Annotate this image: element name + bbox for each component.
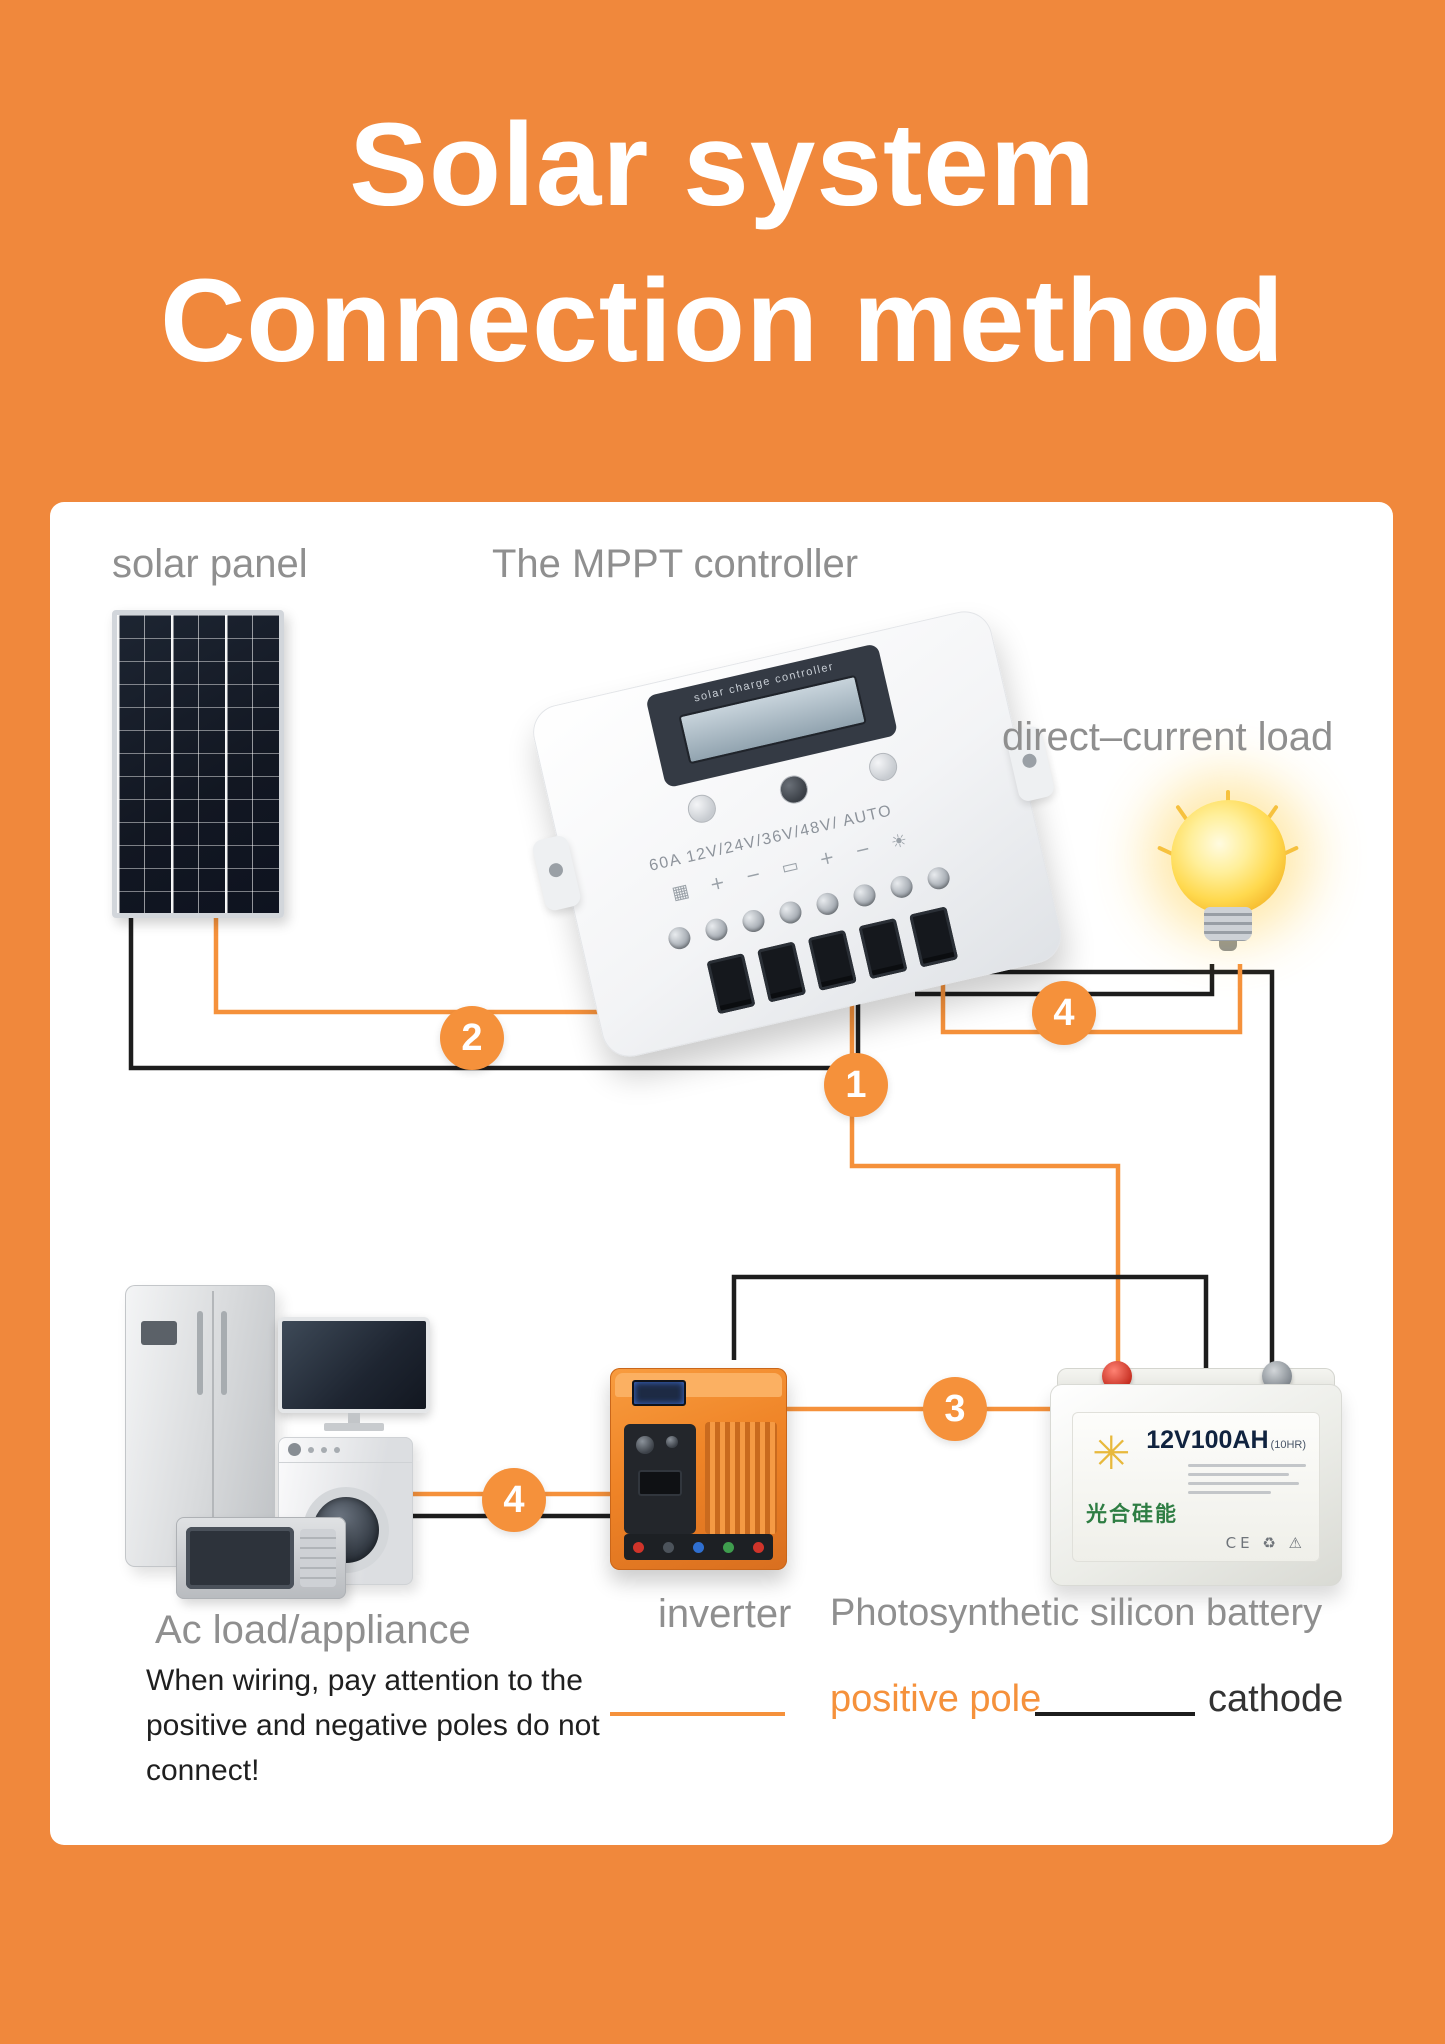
inverter-terminal-strip [624,1534,773,1560]
terminal-block [909,906,959,968]
microwave [176,1517,346,1599]
brand-flower-icon: ✳ [1092,1426,1131,1480]
note-line: connect! [146,1754,260,1787]
terminal-screw [703,916,730,943]
terminal-dot-black [663,1541,675,1553]
washer-control-panel [278,1437,413,1463]
washer-knob [288,1443,301,1456]
legend-positive-line [610,1712,785,1716]
terminal-block [706,953,756,1015]
terminal-block [757,941,807,1003]
solar-panel-label: solar panel [112,542,308,586]
controller-button-middle [777,772,811,807]
battery-label: ✳ 光合硅能 12V100AH(10HR) CE ♻ ⚠ [1072,1412,1320,1562]
poster-title: Solar system Connection method [0,88,1445,400]
inverter-heatsink-fins [705,1422,777,1534]
dc-load-bulb [1156,790,1300,975]
washer-indicator [321,1446,327,1453]
battery-fine-print [1188,1464,1306,1500]
note-line: positive and negative poles do not [146,1709,600,1742]
controller-lcd-panel: solar charge controller [645,643,899,789]
inverter-knob [666,1436,678,1448]
step-badge-3: 3 [923,1377,987,1441]
tv-stand-base [324,1423,384,1431]
terminal-dot-blue [692,1541,704,1553]
bulb-ray [1226,790,1230,808]
tv-stand-neck [348,1413,360,1423]
washer-indicator [334,1446,340,1453]
inverter-screen [632,1380,686,1406]
inverter-port [638,1470,682,1496]
tv-screen [278,1317,430,1413]
terminal-screw [888,873,915,901]
bulb-screw-base [1204,907,1252,941]
terminal-screw [740,907,767,935]
battery-model-suffix: (10HR) [1270,1439,1306,1451]
legend-positive-label: positive pole [830,1678,1042,1720]
title-line-1: Solar system [349,99,1096,231]
wire-panel-to-controller-negative [128,912,861,1071]
terminal-dot-red [633,1541,645,1553]
battery-body: ✳ 光合硅能 12V100AH(10HR) CE ♻ ⚠ [1050,1384,1342,1586]
inverter-knob [636,1436,654,1454]
fridge-display [141,1321,177,1345]
battery-model-text: 12V100AH(10HR) [1146,1426,1306,1455]
inverter-body [610,1368,787,1570]
step-badge-2: 2 [440,1006,504,1070]
mppt-controller-label: The MPPT controller [492,542,859,586]
terminal-dot-red [752,1541,764,1553]
ac-load-illustration [110,1277,450,1607]
battery-model-value: 12V100AH [1146,1426,1269,1454]
note-line: When wiring, pay attention to the [146,1664,583,1697]
solar-panel-illustration [112,610,284,918]
step-badge-1: 1 [824,1053,888,1117]
microwave-keypad [300,1529,336,1587]
inverter-illustration [606,1352,791,1582]
terminal-block [807,929,857,991]
wire-controller-to-bulb-negative [915,964,1215,997]
terminal-dot-green [722,1541,734,1553]
inverter-control-panel [624,1424,696,1534]
step-badge-4-bottom: 4 [482,1468,546,1532]
terminal-screw [814,890,841,918]
title-line-2: Connection method [160,254,1285,387]
legend-negative-label: cathode [1208,1678,1344,1720]
inverter-label: inverter [658,1592,792,1636]
television [278,1317,430,1431]
mounting-tab-left [530,833,583,913]
bulb-tip [1219,941,1237,951]
step-badge-4-top: 4 [1032,981,1096,1045]
dc-load-label: direct–current load [1002,715,1334,759]
battery-label-text: Photosynthetic silicon battery [830,1592,1323,1634]
terminal-screw [851,882,878,909]
wire-inverter-to-battery-negative [731,1274,1209,1370]
wire-controller-to-battery-negative [917,969,1275,1380]
wiring-note: When wiring, pay attention to the positi… [146,1658,666,1793]
controller-button-left [685,791,719,826]
battery-cert-icons: CE ♻ ⚠ [1225,1534,1306,1552]
terminal-screw [925,865,952,892]
microwave-door [186,1527,294,1589]
battery-illustration: ✳ 光合硅能 12V100AH(10HR) CE ♻ ⚠ [1050,1354,1342,1592]
controller-button-right [866,750,900,784]
bulb-glass [1170,800,1286,915]
fridge-handle [197,1311,203,1395]
legend-negative-line [1035,1712,1195,1716]
fridge-handle [221,1311,227,1395]
controller-body: solar charge controller 60A 12V/24V/36V/… [527,605,1067,1063]
ac-load-label: Ac load/appliance [155,1608,471,1652]
terminal-block [858,918,908,980]
diagram-card: solar panel The MPPT controller direct–c… [50,502,1393,1845]
mppt-controller-illustration: solar charge controller 60A 12V/24V/36V/… [520,605,1080,1100]
washer-indicator [308,1446,314,1453]
terminal-screw [666,924,693,952]
terminal-screw [777,899,804,926]
battery-brand-text: 光合硅能 [1086,1502,1178,1526]
